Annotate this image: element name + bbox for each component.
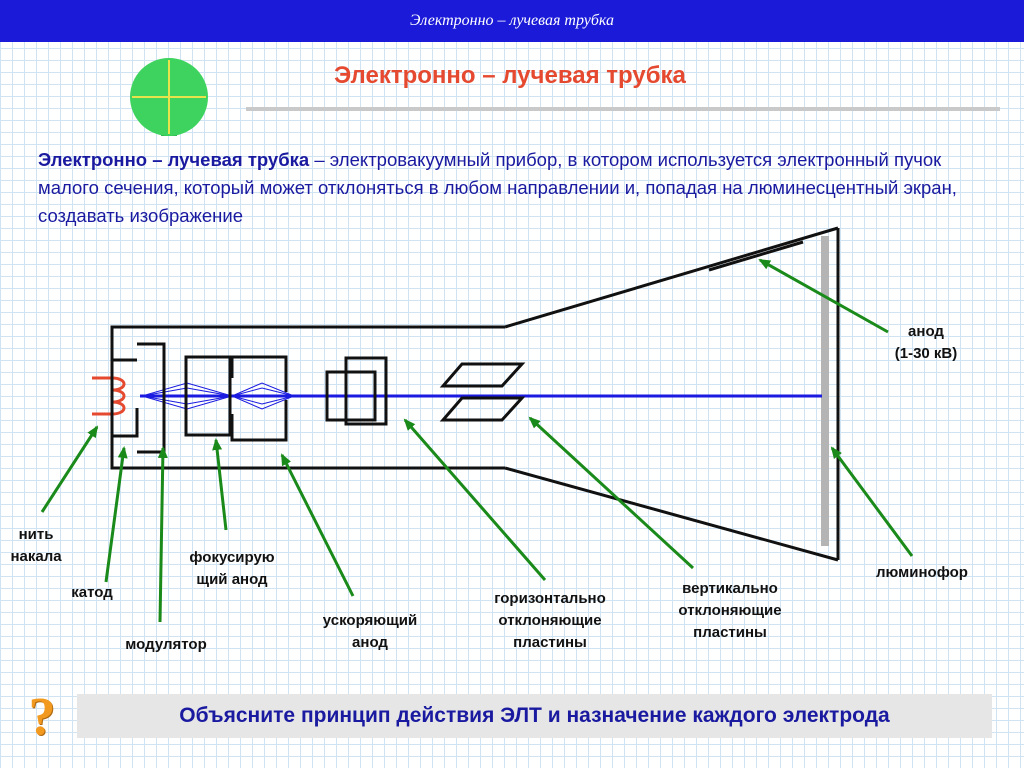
- top-banner: Электронно – лучевая трубка: [0, 0, 1024, 42]
- question-mark-icon: ?: [28, 686, 56, 746]
- definition-term: Электронно – лучевая трубка: [38, 149, 310, 170]
- label-phosphor: люминофор: [876, 564, 968, 581]
- filament-coil: [92, 376, 126, 416]
- label-cathode: катод: [71, 584, 113, 601]
- definition-text: Электронно – лучевая трубка – электровак…: [38, 146, 988, 230]
- focusing-anode-electrode: [184, 355, 288, 442]
- label-horizontal-plates: горизонтально отклоняющие пластины: [494, 590, 606, 651]
- label-filament: нить накала: [10, 526, 62, 565]
- question-text: Объясните принцип действия ЭЛТ и назначе…: [179, 704, 890, 727]
- pointer-arrows: [40, 258, 914, 623]
- anode-strip: [708, 240, 804, 272]
- banner-title: Электронно – лучевая трубка: [410, 12, 614, 29]
- page-title: Электронно – лучевая трубка: [334, 62, 686, 89]
- question-box: Объясните принцип действия ЭЛТ и назначе…: [77, 694, 992, 738]
- label-accelerating-anode: ускоряющий анод: [322, 612, 418, 651]
- label-focusing-anode: фокусирую щий анод: [189, 549, 275, 588]
- label-anode: анод (1-30 кВ): [894, 323, 958, 362]
- title-divider: [246, 107, 1000, 111]
- crt-screen-icon: [130, 58, 208, 136]
- modulator-electrode: [137, 342, 166, 454]
- label-modulator: модулятор: [125, 636, 207, 653]
- cathode-electrode: [110, 358, 139, 438]
- horizontal-deflection-plates: [439, 362, 526, 422]
- phosphor-screen: [821, 236, 829, 546]
- accelerating-anode-electrode: [325, 356, 388, 426]
- label-vertical-plates: вертикально отклоняющие пластины: [678, 580, 782, 641]
- definition-body: – электровакуумный прибор, в котором исп…: [38, 149, 957, 226]
